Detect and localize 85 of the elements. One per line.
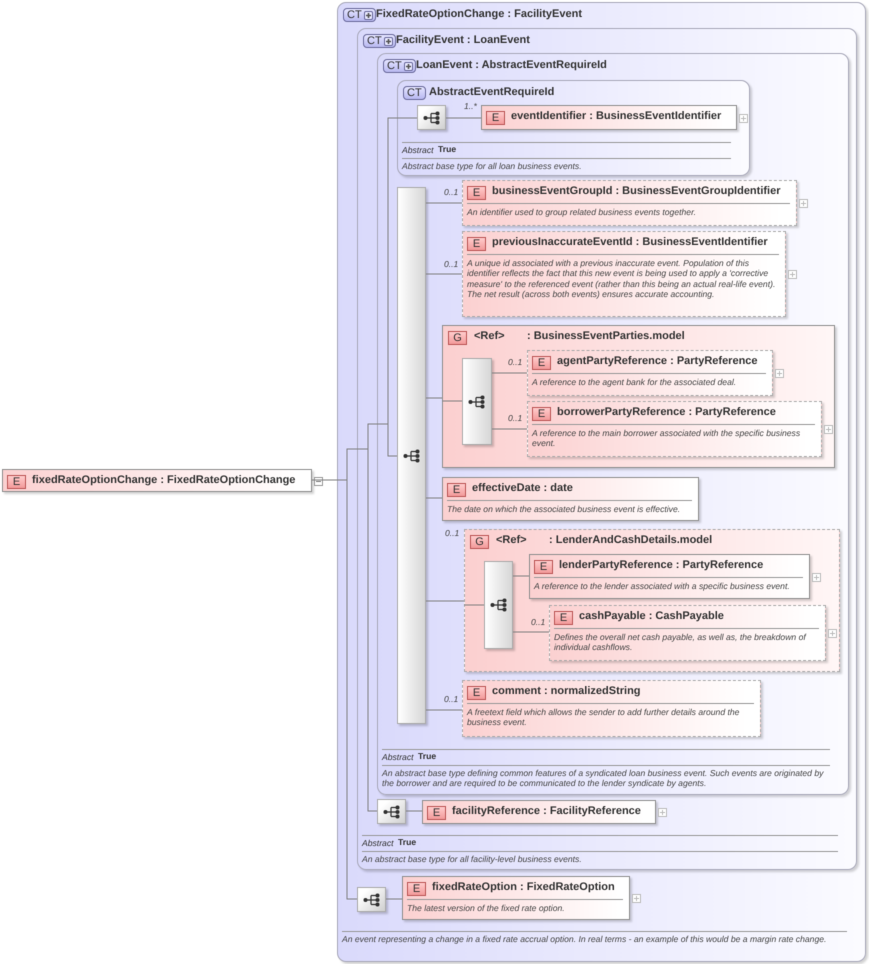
sequence-compositor [462,358,492,445]
description-text: A unique id associated with a previous inaccurate event. Population of this identifier reflects the fact that this new event is being used to apply a 'corrective measure' to the referenced event (rather than this being an actual real-life event). The net result (across both events) ensures accurate accounting. [467,258,776,300]
connector-line [426,202,462,204]
ref-label: <Ref> [496,534,527,548]
element-badge: E [486,111,505,125]
description-text: A freetext field which allows the sender to add further details around the business event. [467,707,740,728]
type-badge: CT [343,8,376,22]
complex-type-box [337,2,866,962]
sequence-compositor [484,561,513,649]
element-badge: E [427,806,446,820]
multiplicity-label: 0..1 [444,259,458,269]
element-name: borrowerPartyReference : PartyReference [557,406,776,420]
type-title: FacilityEvent : LoanEvent [396,34,530,48]
type-badge: CT [403,86,426,100]
type-badge: CT [383,59,416,73]
group-box [442,325,835,468]
multiplicity-label: 0..1 [531,617,546,627]
sequence-compositor [377,799,406,824]
property-value: True [418,751,436,762]
element-box [442,477,699,521]
element-name: agentPartyReference : PartyReference [557,355,758,368]
description-text: A reference to the agent bank for the associated deal. [532,377,738,388]
group-name: : BusinessEventParties.model [527,330,685,344]
complex-type-box [397,80,750,176]
type-title: FixedRateOptionChange : FacilityEvent [376,8,582,22]
element-name: fixedRateOption : FixedRateOption [432,881,615,894]
element-badge: E [532,407,551,421]
multiplicity-label: 0..1 [445,528,460,538]
description-text: An identifier used to group related business events together. [467,207,697,218]
element-name: previousInaccurateEventId : BusinessEventIdentifier [492,236,768,250]
element-name: facilityReference : FacilityReference [452,805,641,818]
property-name: Abstract [362,838,394,848]
element-name: eventIdentifier : BusinessEventIdentifier [511,110,722,124]
element-badge: E [467,186,486,200]
multiplicity-label: 0..1 [508,413,522,423]
connector-line [442,400,462,402]
sequence-compositor [397,187,426,724]
element-name: businessEventGroupId : BusinessEventGroupIdentifier [492,185,780,198]
element-name: cashPayable : CashPayable [579,610,724,624]
ref-label: <Ref> [474,330,505,344]
element-badge: E [532,356,551,370]
description-text: A reference to the main borrower associated with the specific business event. [532,428,802,449]
element-name: comment : normalizedString [492,685,641,698]
multiplicity-label: 1..* [464,101,477,111]
element-badge: E [7,475,26,489]
description-text: A reference to the lender associated with a specific business event. [534,581,791,592]
connector-line [492,428,528,430]
group-name: : LenderAndCashDetails.model [549,534,712,548]
description-text: The date on which the associated business event is effective. [447,504,682,514]
sequence-compositor [417,105,446,130]
connector-line [464,604,484,606]
multiplicity-label: 0..1 [508,357,522,367]
complex-type-box [377,53,849,795]
description-text: Abstract base type for all loan business events. [402,161,583,172]
property-value: True [438,144,456,154]
description-text: An event representing a change in a fixed rate accrual option. In real terms - an example of this would be a margin rate change. [342,934,828,944]
element-name: effectiveDate : date [472,482,573,496]
complex-type-box [357,28,857,870]
type-title: LoanEvent : AbstractEventRequireId [416,59,607,72]
connector-line [386,898,402,900]
property-name: Abstract [382,752,414,762]
element-badge: E [467,237,486,251]
element-name: lenderPartyReference : PartyReference [559,559,764,572]
description-text: Defines the overall net cash payable, as well as, the breakdown of individual cashflows. [554,632,808,653]
connector-line [426,600,464,602]
group-badge: G [470,535,489,549]
element-name: fixedRateOptionChange : FixedRateOptionChange [32,474,296,488]
property-name: Abstract [402,145,434,156]
type-badge: CT [363,34,396,48]
multiplicity-label: 0..1 [444,187,458,197]
group-badge: G [448,331,467,345]
sequence-compositor [357,887,386,912]
connector-line [406,810,422,812]
multiplicity-label: 0..1 [444,694,458,704]
element-badge: E [467,686,486,700]
element-badge: E [554,611,573,625]
description-text: An abstract base type defining common features of a syndicated loan business event. Such events are originated by the borrower and are required to be communicated to the lender syndicate by agents. [382,768,825,789]
description-text: An abstract base type for all facility-level business events. [362,854,583,864]
connector-line [492,372,528,374]
element-badge: E [534,560,553,574]
element-badge: E [447,483,466,497]
property-value: True [398,837,416,848]
description-text: The latest version of the fixed rate option. [407,903,566,914]
type-title: AbstractEventRequireId [429,86,554,100]
element-badge: E [407,882,426,896]
